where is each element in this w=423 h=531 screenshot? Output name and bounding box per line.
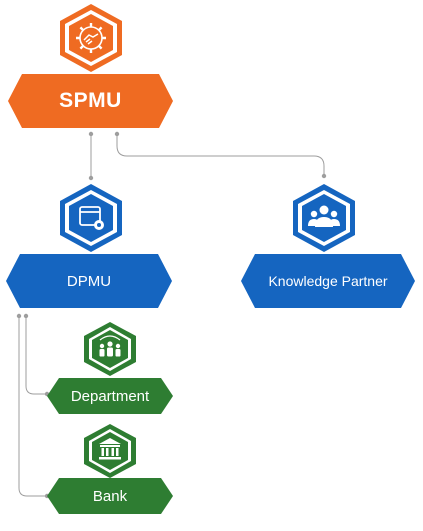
people-group-icon — [99, 335, 121, 357]
connector-dpmu-bank — [18, 316, 47, 497]
knowledge-partner-node[interactable] — [241, 184, 415, 308]
department-banner — [47, 378, 173, 414]
bank-banner — [47, 478, 173, 514]
connector-dpmu-department — [25, 316, 47, 395]
connectors — [18, 134, 325, 497]
bank-building-icon — [99, 438, 121, 460]
spmu-hexagon-inner — [69, 14, 113, 62]
department-node[interactable] — [47, 322, 173, 414]
window-gear-icon — [79, 206, 104, 230]
users-group-icon — [308, 205, 340, 227]
gear-handshake-icon — [76, 23, 106, 53]
bank-node[interactable] — [47, 424, 173, 514]
dpmu-banner — [6, 254, 172, 308]
bank-hexagon-inner — [92, 432, 128, 470]
spmu-banner — [8, 74, 173, 128]
connector-spmu-knowledge-partner — [116, 134, 325, 176]
connector-dots — [16, 131, 327, 499]
kp-banner — [241, 254, 415, 308]
dpmu-node[interactable] — [6, 184, 172, 308]
spmu-node[interactable] — [8, 4, 173, 128]
dpmu-hexagon-inner — [69, 194, 113, 242]
